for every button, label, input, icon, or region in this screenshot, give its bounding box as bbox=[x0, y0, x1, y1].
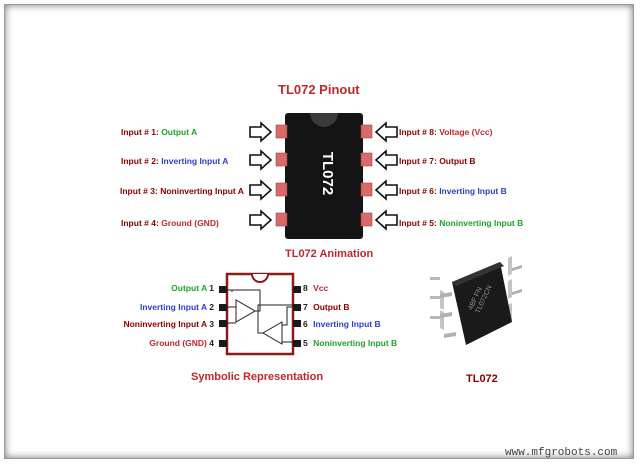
sym-right-pin-6-number: 6 bbox=[303, 319, 308, 329]
right-arrows bbox=[374, 121, 398, 231]
left-pin-4: Input # 4: Ground (GND) bbox=[121, 218, 219, 228]
right-pin-6-number: 6 bbox=[429, 186, 434, 196]
chip-left-pins bbox=[275, 124, 288, 227]
sym-left-pin-3-number: 3 bbox=[209, 319, 214, 329]
right-pin-7-prefix: Input # bbox=[399, 156, 427, 166]
sym-left-pin-1-number: 1 bbox=[209, 283, 214, 293]
right-pin-5-label: Noninverting Input B bbox=[439, 218, 524, 228]
chip-label: TL072 bbox=[319, 151, 337, 196]
sym-left-pin-4-label: Ground (GND) bbox=[149, 338, 207, 348]
right-pin-6: Input # 6: Inverting Input B bbox=[399, 186, 507, 196]
left-pin-4-number: 4 bbox=[151, 218, 156, 228]
watermark: www.mfgrobots.com bbox=[505, 447, 618, 459]
chip-notch bbox=[310, 113, 338, 127]
left-pin-1-number: 1 bbox=[151, 127, 156, 137]
opamp-a-symbol bbox=[227, 289, 261, 324]
left-pin-3-number: 3 bbox=[150, 186, 155, 196]
sym-left-pin-2: Inverting Input A 2 bbox=[140, 302, 214, 312]
symbolic-ic-notch bbox=[251, 273, 269, 283]
sym-left-pin-4: Ground (GND) 4 bbox=[149, 338, 214, 348]
left-pin-3-prefix: Input # bbox=[120, 186, 148, 196]
left-pin-2-number: 2 bbox=[151, 156, 156, 166]
sym-right-pin-6: 6 Inverting Input B bbox=[303, 319, 381, 329]
sym-right-pin-5-label: Noninverting Input B bbox=[313, 338, 398, 348]
sym-right-pin-7: 7 Output B bbox=[303, 302, 349, 312]
left-pin-2-prefix: Input # bbox=[121, 156, 149, 166]
photo-caption: TL072 bbox=[466, 373, 498, 385]
left-pin-4-prefix: Input # bbox=[121, 218, 149, 228]
left-arrows bbox=[249, 121, 273, 231]
left-pin-2-label: Inverting Input A bbox=[161, 156, 229, 166]
opamp-b-symbol bbox=[257, 304, 293, 345]
symbolic-caption: Symbolic Representation bbox=[191, 371, 324, 383]
sym-left-pin-2-number: 2 bbox=[209, 302, 214, 312]
right-pin-7-label: Output B bbox=[439, 156, 476, 166]
sym-left-pin-3: Noninverting Input A 3 bbox=[123, 319, 214, 329]
left-pin-4-label: Ground (GND) bbox=[161, 218, 219, 228]
sym-right-pin-8-number: 8 bbox=[303, 283, 308, 293]
symbolic-ic-pins bbox=[219, 286, 301, 347]
left-pin-1-label: Output A bbox=[161, 127, 198, 137]
left-pin-1: Input # 1: Output A bbox=[121, 127, 198, 137]
dip-chip-body bbox=[285, 113, 363, 239]
sym-left-pin-1-label: Output A bbox=[171, 283, 207, 293]
right-pin-8: Input # 8: Voltage (Vcc) bbox=[399, 127, 493, 137]
left-pin-3-label: Noninverting Input A bbox=[160, 186, 244, 196]
right-pin-5-prefix: Input # bbox=[399, 218, 427, 228]
left-pin-1-prefix: Input # bbox=[121, 127, 149, 137]
right-pin-5-number: 5 bbox=[429, 218, 434, 228]
sym-right-pin-6-label: Inverting Input B bbox=[313, 319, 381, 329]
chip-right-pins bbox=[360, 124, 373, 227]
sym-right-pin-8-label: Vcc bbox=[313, 283, 329, 293]
right-pin-8-number: 8 bbox=[429, 127, 434, 137]
sym-right-pin-7-number: 7 bbox=[303, 302, 308, 312]
right-pin-5: Input # 5: Noninverting Input B bbox=[399, 218, 524, 228]
right-pin-8-prefix: Input # bbox=[399, 127, 427, 137]
sym-left-pin-3-label: Noninverting Input A bbox=[123, 319, 207, 329]
chip-photo bbox=[430, 256, 522, 345]
right-pin-6-prefix: Input # bbox=[399, 186, 427, 196]
pinout-title: TL072 Pinout bbox=[278, 82, 360, 97]
right-pin-8-label: Voltage (Vcc) bbox=[439, 127, 493, 137]
sym-left-pin-2-label: Inverting Input A bbox=[139, 302, 207, 312]
sym-right-pin-5-number: 5 bbox=[303, 338, 308, 348]
sym-left-pin-4-number: 4 bbox=[209, 338, 214, 348]
animation-caption: TL072 Animation bbox=[285, 248, 374, 260]
sym-right-pin-8: 8 Vcc bbox=[303, 283, 328, 293]
left-pin-3: Input # 3: Noninverting Input A bbox=[120, 186, 244, 196]
right-pin-7-number: 7 bbox=[429, 156, 434, 166]
left-pin-2: Input # 2: Inverting Input A bbox=[121, 156, 229, 166]
sym-right-pin-7-label: Output B bbox=[313, 302, 350, 312]
right-pin-7: Input # 7: Output B bbox=[399, 156, 476, 166]
right-pin-6-label: Inverting Input B bbox=[439, 186, 507, 196]
sym-right-pin-5: 5 Noninverting Input B bbox=[303, 338, 397, 348]
sym-left-pin-1: Output A 1 bbox=[171, 283, 214, 293]
